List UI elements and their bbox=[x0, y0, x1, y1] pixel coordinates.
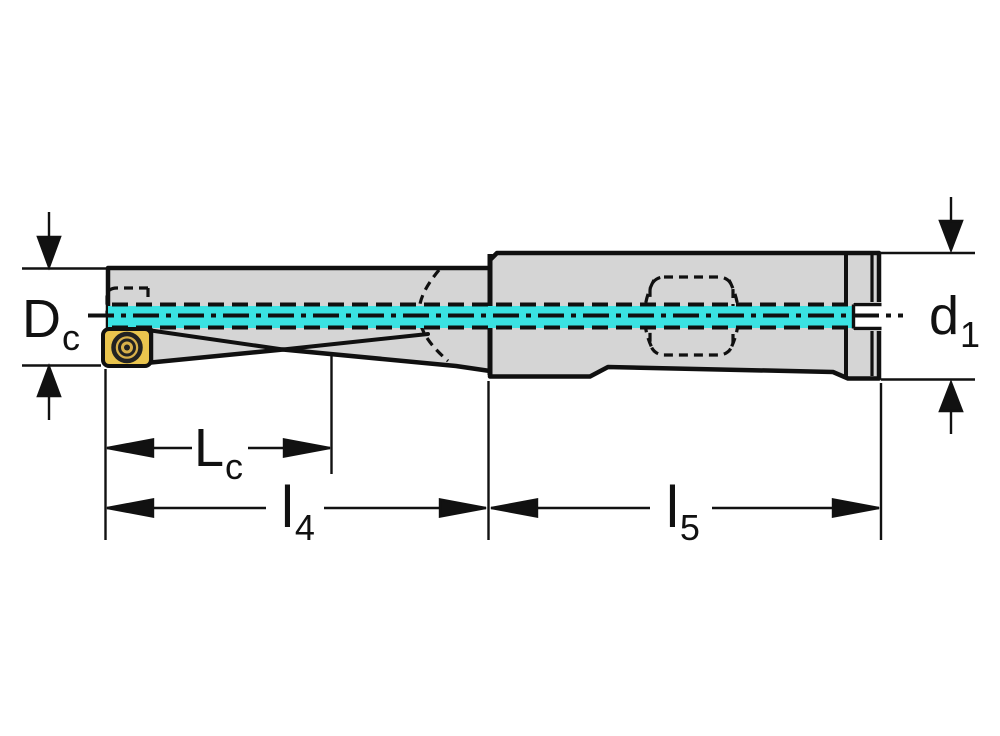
dim-label-dc: Dc bbox=[22, 289, 80, 356]
lc-arrow-right bbox=[282, 438, 331, 458]
coolant-axis-highlight bbox=[108, 306, 852, 328]
l5-arrow-right bbox=[831, 498, 880, 518]
dim-l4 bbox=[106, 498, 487, 518]
dc-main-text: D bbox=[22, 289, 61, 349]
lc-sub-text: c bbox=[225, 446, 244, 487]
flute-edge-descending bbox=[149, 328, 285, 352]
l5-main-text: l bbox=[666, 475, 679, 540]
flute-edge-rising bbox=[281, 332, 430, 352]
dim-dc bbox=[22, 212, 107, 420]
dc-sub-text: c bbox=[62, 317, 80, 358]
flute-edges bbox=[149, 328, 430, 352]
l4-sub-text: 4 bbox=[294, 507, 315, 548]
dimension-graphics bbox=[22, 197, 975, 540]
d1-sub-text: 1 bbox=[960, 314, 981, 355]
l4-arrow-left bbox=[106, 498, 155, 518]
l5-arrow-left bbox=[490, 498, 539, 518]
dim-l5 bbox=[490, 498, 880, 518]
l5-sub-text: 5 bbox=[679, 507, 700, 548]
l4-arrow-right bbox=[438, 498, 487, 518]
l4-main-text: l bbox=[281, 475, 294, 540]
insert-screw-center bbox=[124, 344, 130, 351]
indexable-insert bbox=[101, 327, 153, 368]
dc-arrow-down-head bbox=[36, 235, 62, 271]
dim-label-l5: l5 bbox=[666, 479, 700, 546]
lc-arrow-left bbox=[106, 438, 155, 458]
dim-d1 bbox=[881, 197, 975, 434]
dim-label-l4: l4 bbox=[281, 479, 315, 546]
d1-arrow-down-head bbox=[938, 219, 964, 254]
dim-lc bbox=[106, 438, 331, 458]
extension-lines bbox=[104, 356, 883, 540]
coolant-channel-lines bbox=[112, 302, 849, 330]
dim-label-lc: Lc bbox=[194, 418, 243, 485]
dim-label-d1: d1 bbox=[929, 286, 980, 353]
lc-main-text: L bbox=[194, 418, 225, 478]
d1-main-text: d bbox=[929, 286, 960, 346]
d1-arrow-up-head bbox=[938, 379, 964, 413]
dc-arrow-up-head bbox=[36, 363, 62, 398]
